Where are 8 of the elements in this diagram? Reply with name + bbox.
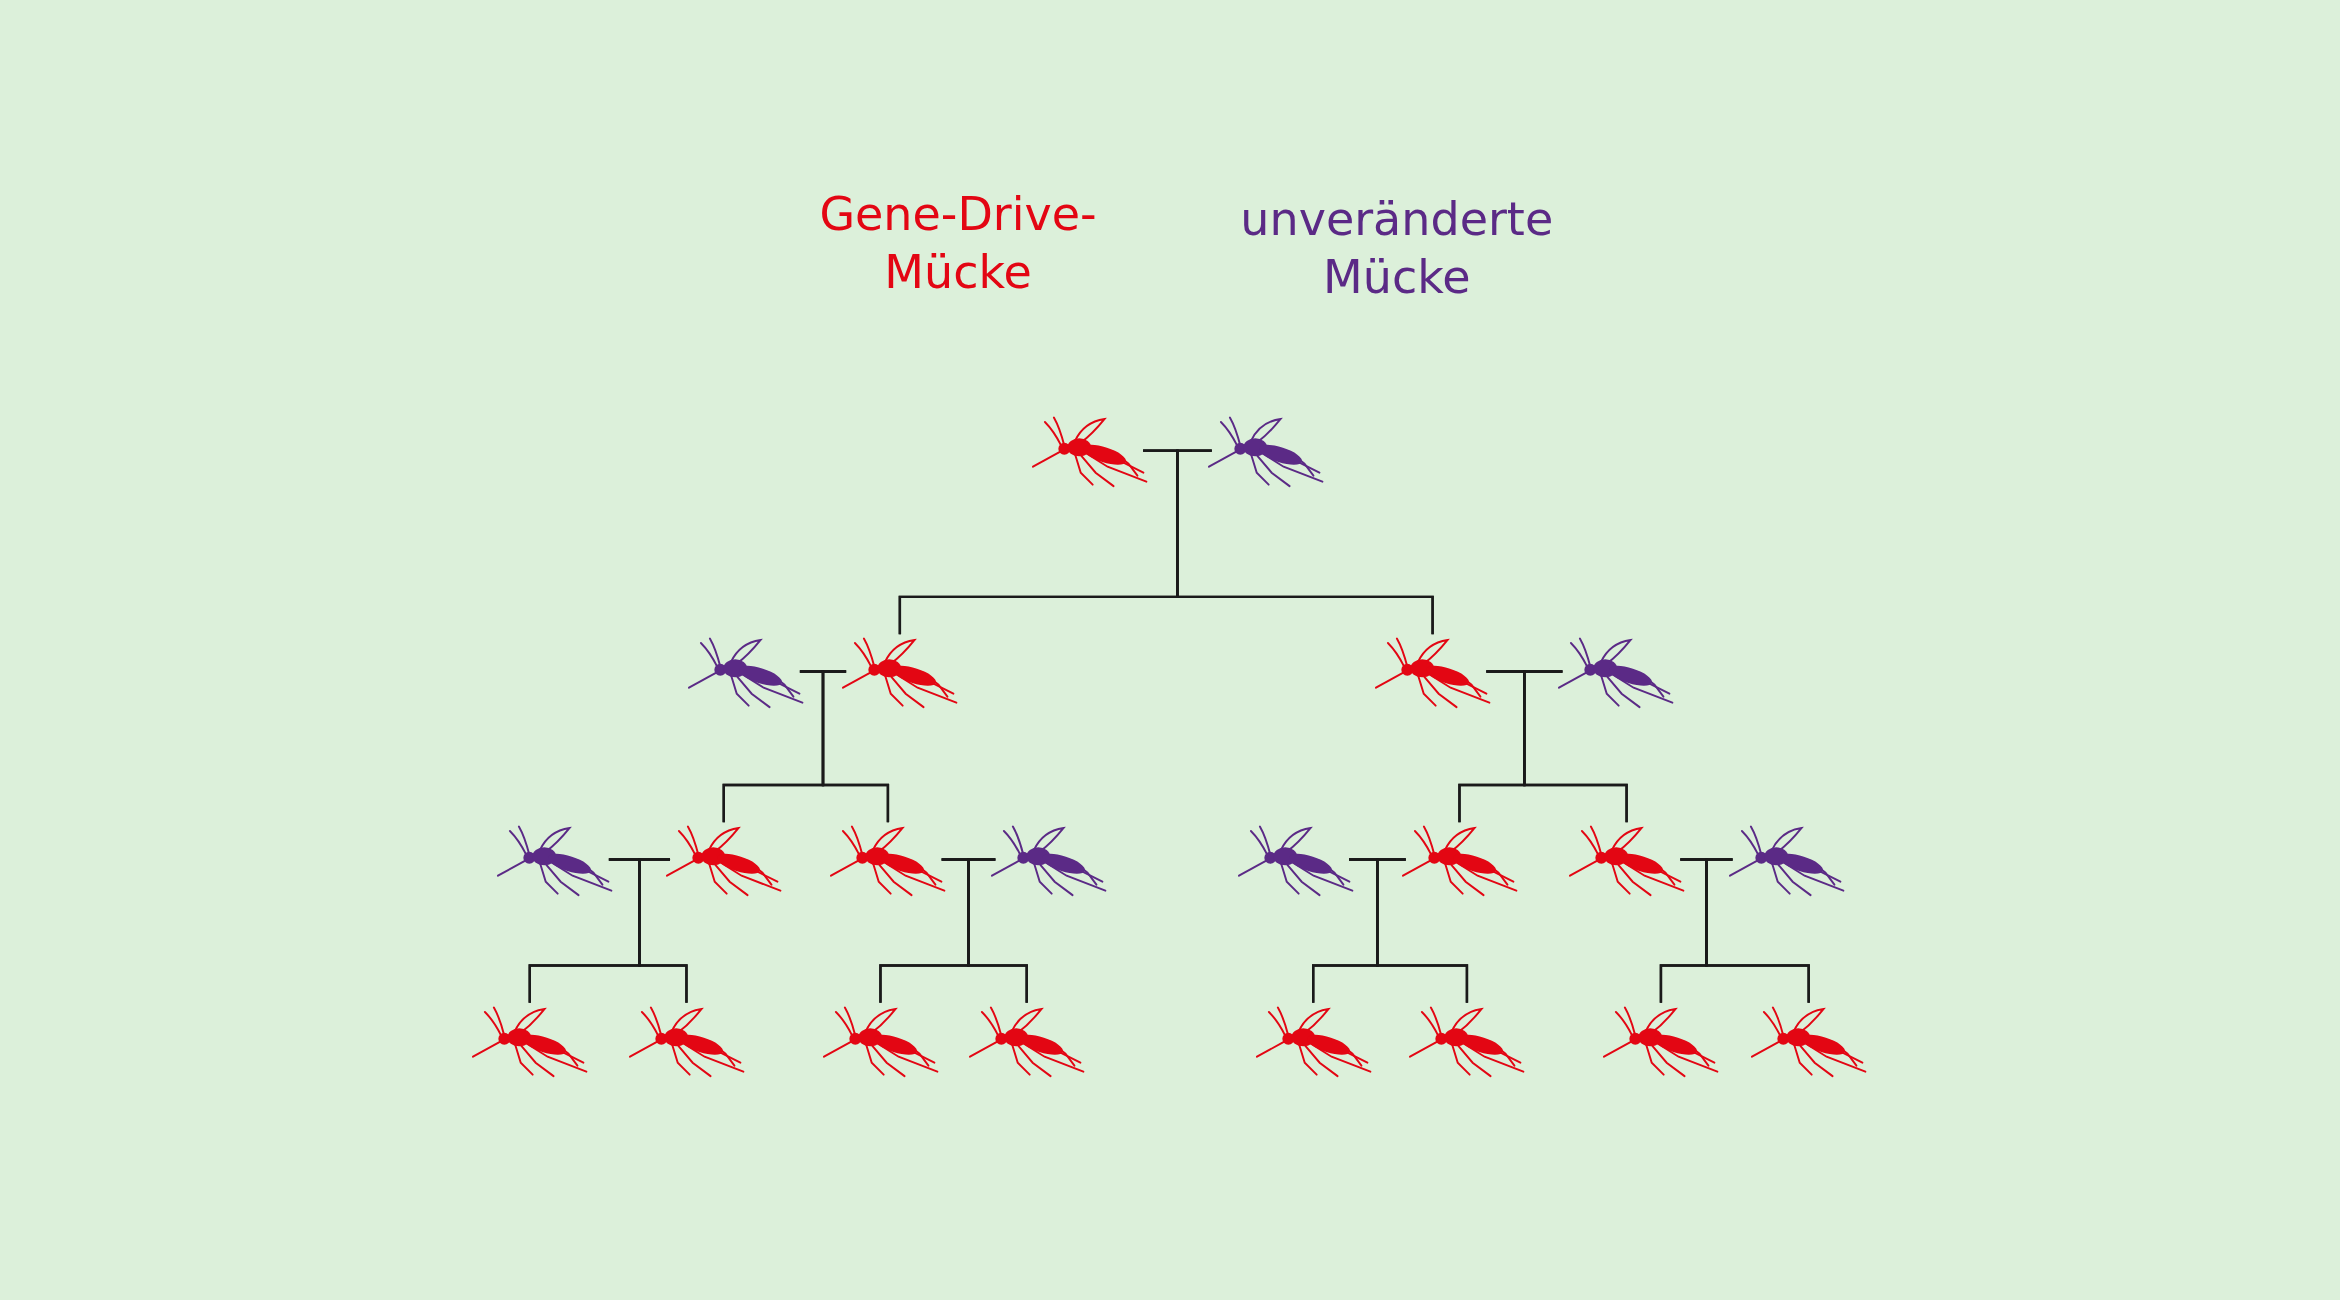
- heading-label: unveränderte Mücke: [1239, 190, 1555, 306]
- pedigree-line: [1705, 858, 1810, 1003]
- pedigree-line: [1376, 858, 1469, 1003]
- pedigree-line: [821, 670, 890, 823]
- pedigree-line: [1523, 670, 1628, 823]
- pedigree-line: [638, 858, 688, 1003]
- heading-label: Gene-Drive-Mücke: [818, 186, 1098, 302]
- pedigree-line: [967, 858, 1028, 1003]
